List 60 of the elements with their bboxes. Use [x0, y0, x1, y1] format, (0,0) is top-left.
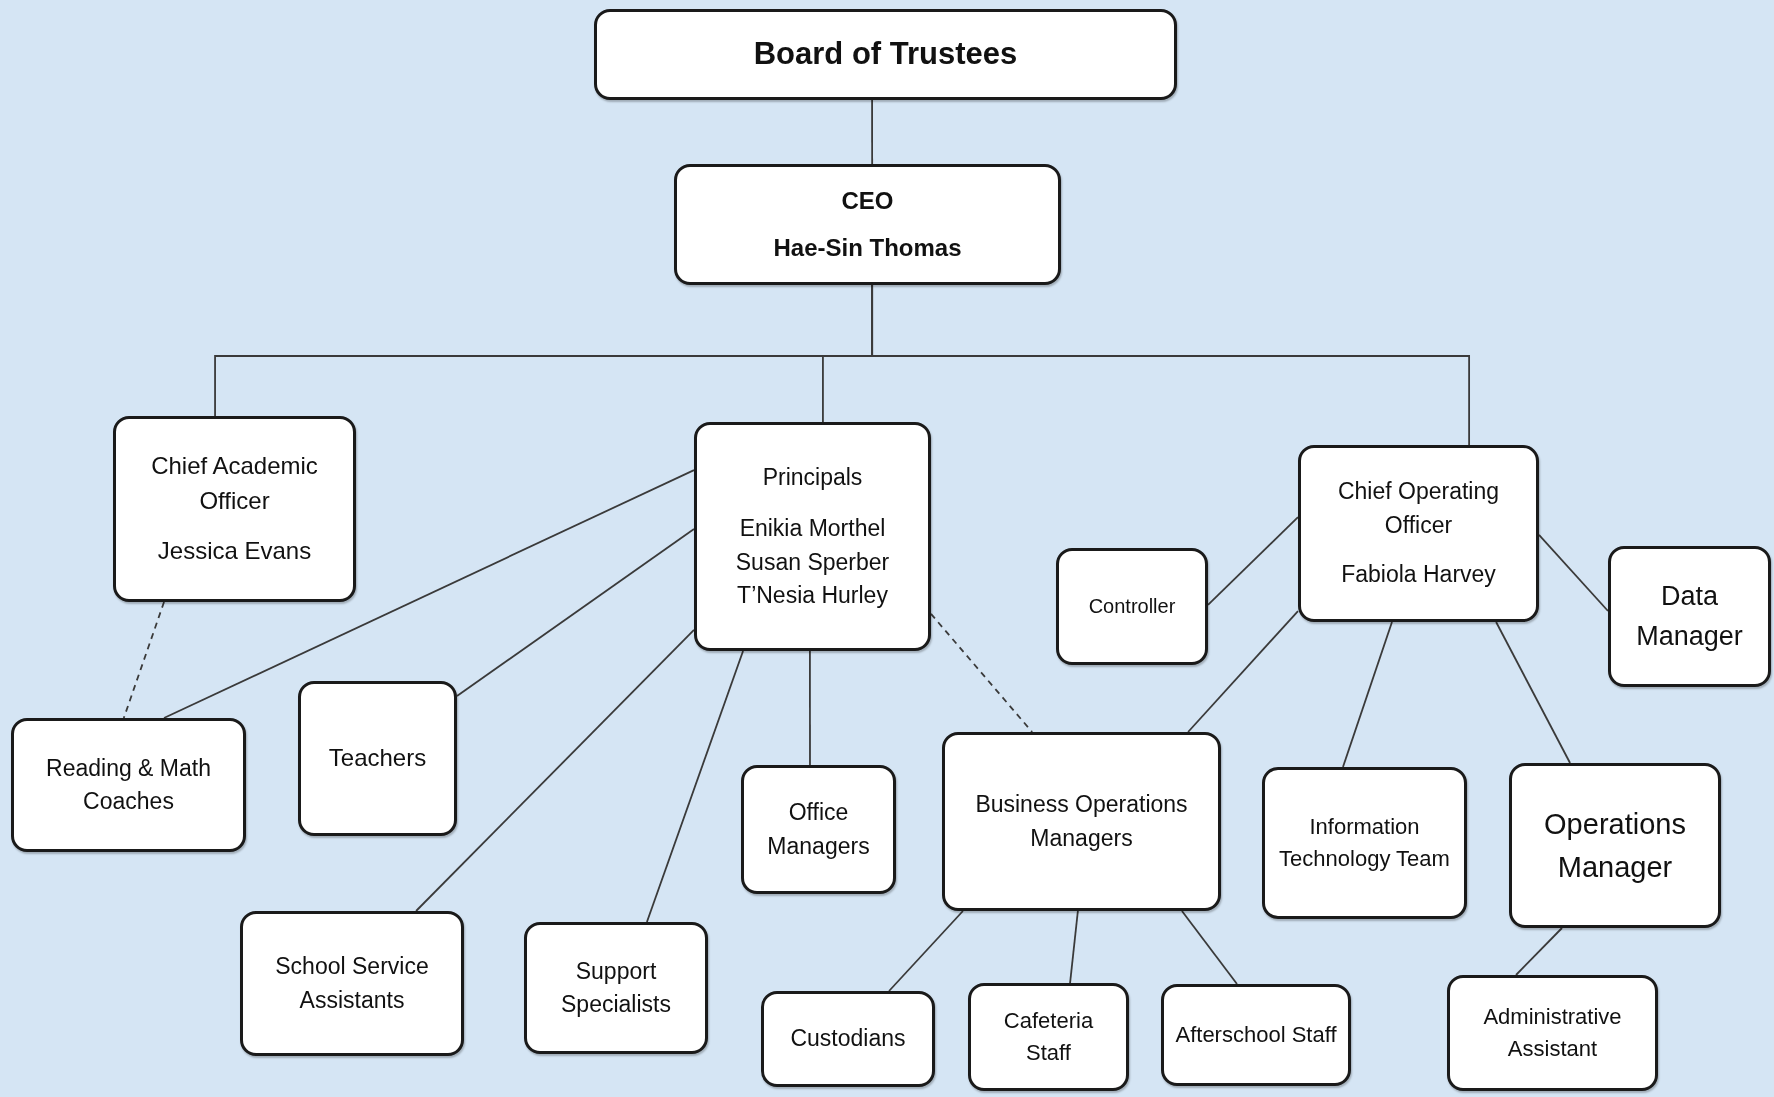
org-box [113, 416, 356, 602]
org-box [761, 991, 935, 1087]
org-box [1509, 763, 1721, 928]
role-title: Operations Manager [1543, 807, 1687, 885]
connector-line [646, 650, 744, 923]
connector-line [163, 469, 695, 719]
role-title: Chief Operating Officer [1336, 477, 1501, 540]
org-box [968, 983, 1129, 1091]
role-title: Support Specialists [560, 956, 672, 1019]
org-box [240, 911, 464, 1056]
connector-line [1342, 621, 1393, 768]
role-title: CEO [841, 185, 894, 216]
connector-line [871, 284, 1470, 446]
connector-line [871, 99, 874, 165]
person-name: Enikia Morthel Susan Sperber T’Nesia Hurley [734, 514, 891, 610]
org-box [1608, 546, 1771, 687]
org-box [298, 681, 457, 836]
connector-line [1187, 610, 1299, 733]
role-title: Office Managers [766, 798, 871, 861]
role-title: Cafeteria Staff [1002, 1007, 1095, 1067]
org-box [1056, 548, 1208, 665]
role-title: Information Technology Team [1278, 813, 1451, 873]
connector-line [1207, 516, 1299, 606]
org-box [741, 765, 896, 894]
role-title: Administrative Assistant [1482, 1003, 1623, 1063]
role-title: Teachers [328, 743, 427, 774]
role-title: Reading & Math Coaches [45, 753, 212, 816]
org-box [594, 9, 1177, 100]
org-box [1262, 767, 1467, 919]
role-title: Principals [762, 462, 863, 492]
role-title: Data Manager [1635, 580, 1744, 653]
org-box [1447, 975, 1658, 1091]
connector-line [1069, 910, 1079, 984]
dashed-connector [930, 613, 1033, 733]
role-title: Custodians [790, 1024, 906, 1054]
person-name: Hae-Sin Thomas [773, 232, 962, 263]
org-box [674, 164, 1061, 285]
person-name: Jessica Evans [157, 536, 312, 567]
connector-line [1515, 927, 1563, 976]
connector-line [809, 650, 811, 766]
person-name: Fabiola Harvey [1341, 560, 1496, 590]
role-title: Business Operations Managers [974, 790, 1189, 853]
connector-line [1495, 621, 1571, 764]
dashed-connector [122, 601, 165, 719]
org-box [694, 422, 931, 651]
org-box [524, 922, 708, 1054]
role-title: School Service Assistants [274, 952, 430, 1015]
role-title: Board of Trustees [753, 35, 1018, 74]
connector-line [888, 910, 964, 992]
role-title: Controller [1088, 594, 1176, 619]
connector-line [456, 528, 695, 697]
role-title: Afterschool Staff [1175, 1021, 1337, 1050]
connector-line [1181, 910, 1238, 985]
connector-line [415, 629, 695, 912]
connector-line [1538, 534, 1609, 612]
org-box [11, 718, 246, 852]
org-box [942, 732, 1221, 911]
org-box [1161, 984, 1351, 1086]
org-box [1298, 445, 1539, 622]
role-title: Chief Academic Officer [150, 450, 319, 516]
